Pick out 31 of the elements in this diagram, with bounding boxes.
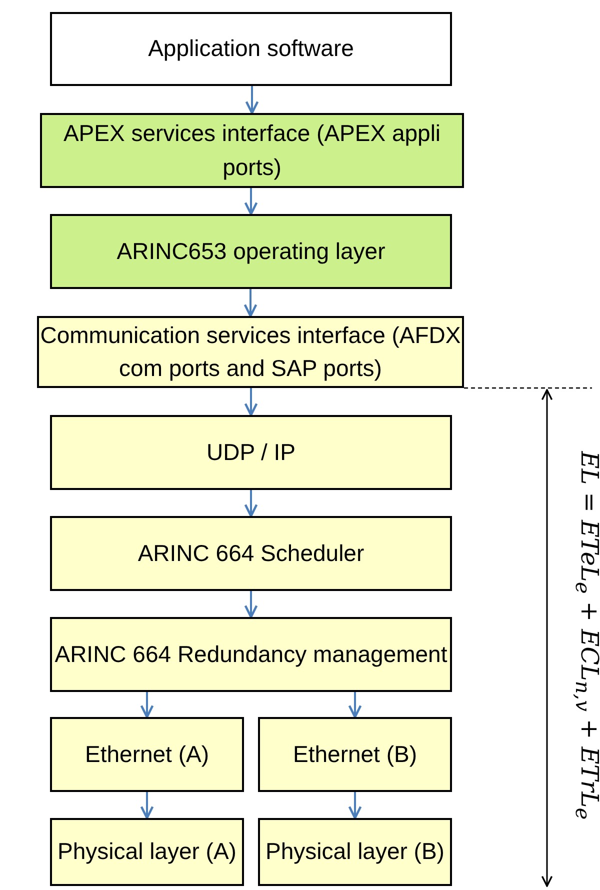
layer-box [258, 818, 452, 886]
layer-label: Physical layer (B) [266, 837, 444, 866]
layer-box [50, 214, 452, 289]
layer-label: ARINC653 operating layer [116, 236, 386, 266]
arrow [244, 591, 258, 618]
layer-label: ARINC 664 Redundancy management [54, 640, 448, 669]
arrow [244, 388, 258, 416]
layer-label: APEX services interface (APEX appli ports) [62, 119, 442, 182]
layer-label: Ethernet (B) [293, 740, 417, 769]
layer-box [50, 415, 452, 490]
layer-label: Physical layer (A) [58, 837, 236, 866]
arrow [348, 792, 362, 820]
arrow [244, 188, 258, 216]
layer-label: Communication services interface (AFDX com ports and SAP ports) [39, 320, 462, 383]
layer-box [50, 12, 452, 86]
layer-box [50, 717, 244, 792]
layer-box [50, 516, 452, 591]
layer-label: UDP / IP [206, 438, 296, 467]
arrow [244, 490, 258, 518]
layer-label: ARINC 664 Scheduler [138, 538, 364, 568]
arrow [348, 692, 362, 718]
layer-box [50, 617, 452, 692]
arrow [245, 86, 259, 114]
arrow [140, 792, 154, 820]
arrow [140, 692, 154, 718]
layer-box [258, 717, 452, 792]
layer-box [40, 113, 464, 188]
layer-box [50, 818, 244, 886]
layer-label: Application software [148, 34, 354, 64]
arrow [244, 289, 258, 318]
layer-label: Ethernet (A) [85, 740, 209, 769]
